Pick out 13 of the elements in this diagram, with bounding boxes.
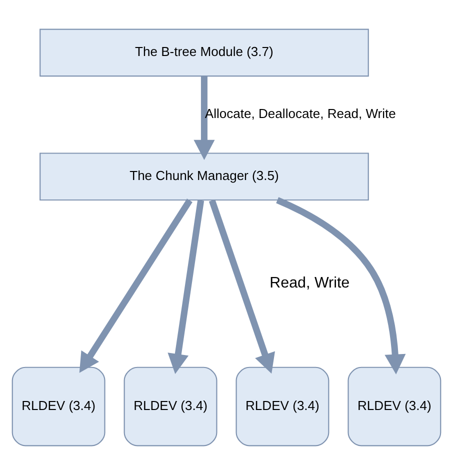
- arrow: [276, 197, 406, 374]
- arrow: [194, 76, 215, 160]
- node-box: RLDEV (3.4): [12, 366, 106, 446]
- arrow: [168, 200, 204, 374]
- node-box: RLDEV (3.4): [348, 366, 442, 446]
- node-box: RLDEV (3.4): [124, 366, 218, 446]
- node-box: RLDEV (3.4): [236, 366, 330, 446]
- arrow: [208, 199, 275, 374]
- label: Read, Write: [270, 274, 350, 292]
- arrow: [79, 198, 192, 373]
- node-box: The B-tree Module (3.7): [40, 28, 369, 77]
- edge-label: Allocate, Deallocate, Read, Write: [204, 106, 396, 122]
- node-box: The Chunk Manager (3.5): [40, 152, 369, 201]
